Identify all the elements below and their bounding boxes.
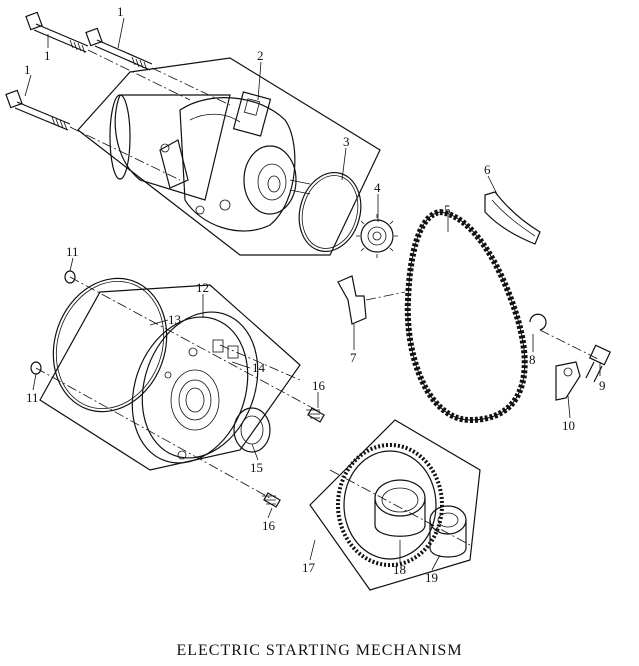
callout-13: 13 bbox=[168, 312, 181, 327]
bolt-upper-right bbox=[85, 27, 153, 71]
callout-3: 3 bbox=[343, 134, 350, 149]
chain-guide bbox=[484, 191, 541, 245]
cover-group-outline bbox=[39, 284, 301, 471]
callout-17: 17 bbox=[302, 560, 316, 575]
callout-15: 15 bbox=[250, 460, 263, 475]
bolt-lower bbox=[5, 89, 71, 131]
starter-clutch-gear bbox=[336, 443, 444, 567]
screw-lower bbox=[262, 492, 281, 508]
bolt-upper-left bbox=[25, 11, 89, 54]
callout-4: 4 bbox=[374, 180, 381, 195]
callout-7: 7 bbox=[350, 350, 357, 365]
callout-5: 5 bbox=[444, 202, 451, 217]
callout-1-top: 1 bbox=[117, 4, 124, 19]
callout-11-upper: 11 bbox=[66, 244, 79, 259]
oil-seal bbox=[233, 407, 271, 453]
drive-sprocket bbox=[356, 214, 398, 258]
lock-plate bbox=[555, 361, 581, 401]
callout-10: 10 bbox=[562, 418, 575, 433]
hex-bolt bbox=[585, 344, 612, 383]
callout-8: 8 bbox=[529, 352, 536, 367]
callout-18: 18 bbox=[393, 562, 406, 577]
callout-11-lower: 11 bbox=[26, 390, 39, 405]
callout-1-low: 1 bbox=[24, 62, 31, 77]
screw-upper bbox=[306, 407, 325, 423]
starter-motor-group bbox=[77, 57, 381, 256]
callout-1-mid: 1 bbox=[44, 48, 51, 63]
callout-19: 19 bbox=[425, 570, 438, 585]
callout-12: 12 bbox=[196, 280, 209, 295]
callout-16-lower: 16 bbox=[262, 518, 276, 533]
starter-motor bbox=[109, 91, 311, 232]
o-ring bbox=[298, 171, 362, 253]
callout-9: 9 bbox=[599, 378, 606, 393]
diagram-caption: ELECTRIC STARTING MECHANISM bbox=[176, 642, 463, 659]
drive-chain bbox=[404, 208, 528, 424]
callout-6: 6 bbox=[484, 162, 491, 177]
callout-16-upper: 16 bbox=[312, 378, 326, 393]
tensioner-bracket bbox=[337, 275, 367, 325]
cover-gasket bbox=[52, 277, 168, 413]
clutch-group-outline bbox=[309, 419, 481, 591]
callout-14: 14 bbox=[252, 360, 266, 375]
callout-2: 2 bbox=[257, 48, 264, 63]
leader-lines bbox=[24, 17, 601, 571]
circlip bbox=[529, 313, 547, 331]
bearing-bushing bbox=[429, 505, 467, 558]
